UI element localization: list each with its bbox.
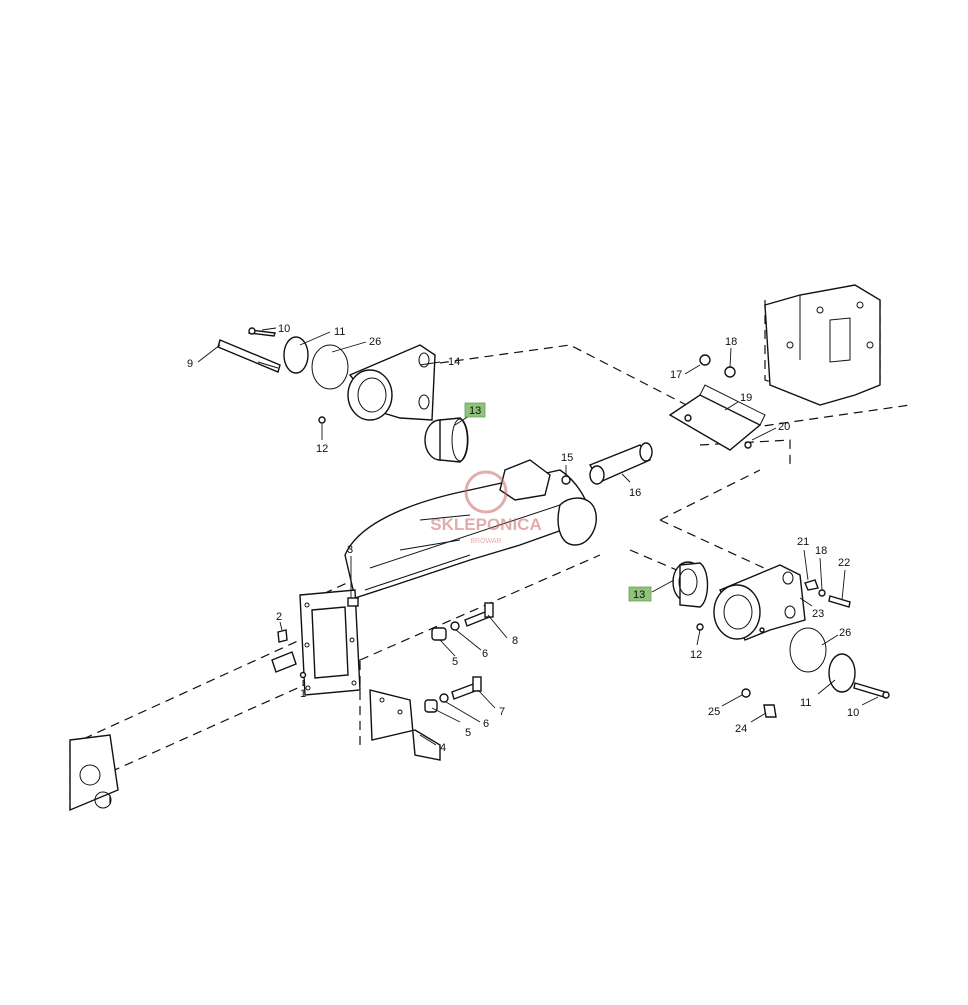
callout-11-lower: 11	[800, 697, 811, 709]
bearing-housing-part-23	[696, 564, 806, 641]
callout-5-upper: 5	[452, 656, 458, 668]
callout-highlight-13-lower	[628, 586, 652, 602]
cover-seal-upper	[217, 327, 349, 390]
callout-4: 4	[440, 742, 446, 754]
callout-19: 19	[740, 392, 752, 404]
callout-14: 14	[448, 356, 460, 368]
callout-6-upper: 6	[482, 648, 488, 660]
callout-highlight-13-upper	[464, 402, 486, 418]
callout-labels: 1 2 3 4 5 5 6 6 7 8 9 10 10 11 11 12 12 …	[187, 323, 859, 754]
callout-13-upper: 13	[469, 405, 481, 417]
callout-8: 8	[512, 635, 518, 647]
bolts-and-bushings	[347, 597, 494, 713]
watermark-ring	[464, 470, 508, 514]
callout-26-upper: 26	[369, 336, 381, 348]
watermark-logo: SKLEPONICA BROWAR	[430, 470, 542, 545]
callout-7: 7	[499, 706, 505, 718]
callout-22: 22	[838, 557, 850, 569]
coupling-part-16	[561, 442, 653, 485]
watermark-brand: SKLEPONICA	[430, 515, 541, 534]
callout-3: 3	[347, 544, 353, 556]
cover-seal-lower	[741, 579, 890, 718]
callout-16: 16	[629, 487, 641, 499]
callout-2: 2	[276, 611, 282, 623]
callout-26-lower: 26	[839, 627, 851, 639]
callout-12-upper: 12	[316, 443, 328, 455]
bushing-13-upper	[424, 417, 469, 463]
axle-housing	[344, 459, 597, 599]
bearing-housing-part-14	[318, 344, 436, 424]
callout-17: 17	[670, 369, 682, 381]
callout-1: 1	[300, 688, 306, 700]
callout-9: 9	[187, 358, 193, 370]
watermark-sub: BROWAR	[470, 538, 501, 545]
callout-21: 21	[797, 536, 809, 548]
transmission-housing	[699, 284, 881, 406]
callout-5-lower: 5	[465, 727, 471, 739]
callout-10-lower: 10	[847, 707, 859, 719]
tray-part-19-20	[668, 384, 766, 451]
leader-lines	[197, 327, 879, 746]
bushing-13-lower	[672, 561, 709, 608]
mounting-plate	[299, 589, 361, 696]
callout-6-lower: 6	[483, 718, 489, 730]
bracket-part-4	[369, 689, 441, 761]
callout-12-lower: 12	[690, 649, 702, 661]
callout-24: 24	[735, 723, 747, 735]
callout-11-upper: 11	[334, 326, 345, 338]
callout-18-upper: 18	[725, 336, 737, 348]
callout-18-lower: 18	[815, 545, 827, 557]
callout-20: 20	[778, 421, 790, 433]
callout-25: 25	[708, 706, 720, 718]
callout-23: 23	[812, 608, 824, 620]
shaft-pieces	[69, 629, 307, 812]
callout-15: 15	[561, 452, 573, 464]
callout-13-lower: 13	[633, 589, 645, 601]
callout-10-upper: 10	[278, 323, 290, 335]
